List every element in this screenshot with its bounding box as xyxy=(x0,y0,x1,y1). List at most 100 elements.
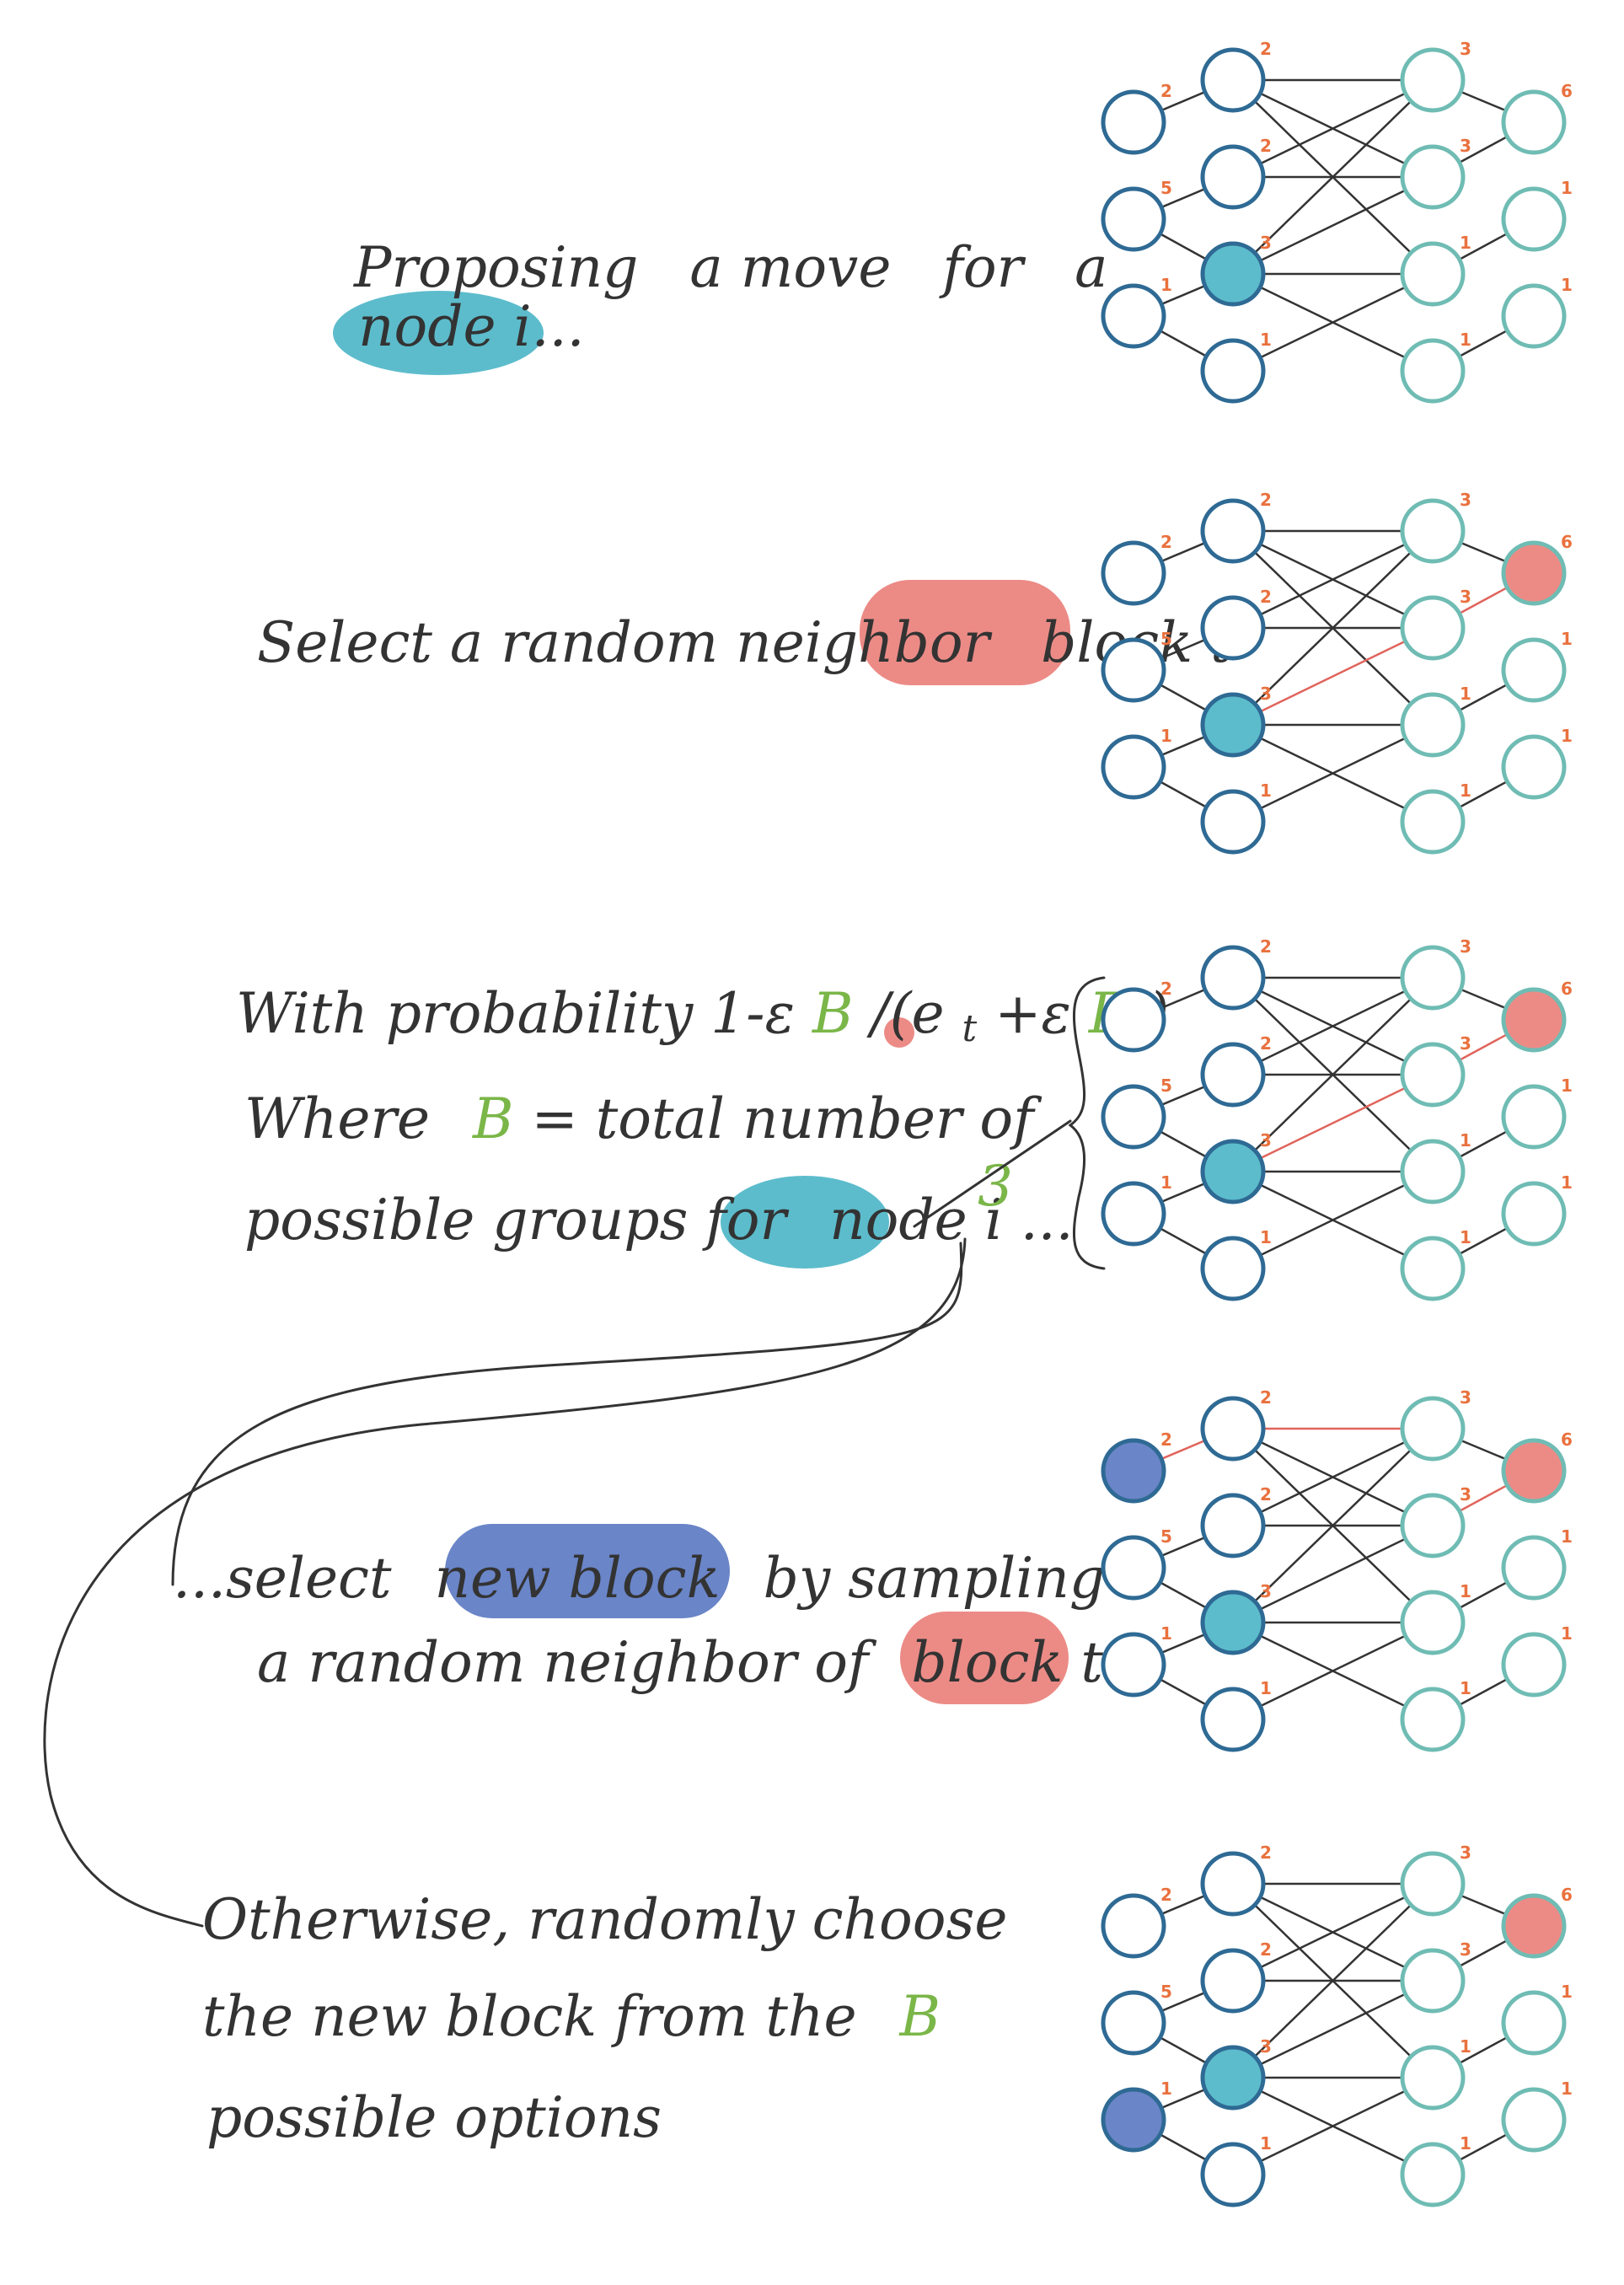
degree-label: 1 xyxy=(1561,1526,1573,1547)
connector-to-graph xyxy=(913,1119,1072,1228)
connector-to-otherwise xyxy=(43,1237,967,1928)
graphs: 2512231331161125122313311611251223133116… xyxy=(1101,39,1573,2207)
edge-2-3 xyxy=(1232,1427,1434,1527)
block-t-node xyxy=(1501,987,1567,1053)
degree-label: 1 xyxy=(1561,1172,1573,1193)
degree-label: 1 xyxy=(1460,2036,1471,2057)
edge-2-3 xyxy=(1232,977,1434,1172)
right-node xyxy=(1400,692,1466,758)
degree-label: 1 xyxy=(1160,275,1172,295)
right-node xyxy=(1501,1084,1567,1150)
svg-text:Proposing a move f: Proposing a move for a xyxy=(353,235,1107,300)
prob-subscript-t: t xyxy=(962,1007,978,1050)
degree-label: 2 xyxy=(1260,1387,1272,1408)
step-propose: Proposing a move for a node i... xyxy=(333,235,1107,375)
degree-label: 1 xyxy=(1561,1075,1573,1096)
right-node xyxy=(1400,144,1466,210)
svg-text:With probability 1-ε B: With probability 1-ε B /(e t +ε B ) xyxy=(236,981,1169,1054)
degree-label: 5 xyxy=(1160,629,1172,649)
degree-label: 1 xyxy=(1460,780,1471,801)
svg-text:...select new block: ...select new block by sampling xyxy=(173,1546,1105,1611)
left-node xyxy=(1200,1687,1266,1752)
left-node xyxy=(1101,1181,1166,1247)
right-node xyxy=(1501,637,1567,703)
degree-label: 1 xyxy=(1160,726,1172,746)
right-node xyxy=(1501,1181,1567,1247)
otherwise-line-1: Otherwise, randomly choose xyxy=(202,1887,1007,1952)
degree-label: 1 xyxy=(1561,275,1573,295)
otherwise-line-3: possible options xyxy=(206,2085,662,2150)
degree-label: 1 xyxy=(1561,1623,1573,1644)
edge-2-3 xyxy=(1232,175,1434,276)
right-node xyxy=(1400,1687,1466,1752)
degree-label: 2 xyxy=(1260,1939,1272,1960)
degree-label: 3 xyxy=(1460,1484,1471,1505)
connectors xyxy=(43,976,1106,1928)
degree-label: 3 xyxy=(1460,1842,1471,1863)
e-t-highlight xyxy=(884,1017,914,1048)
edge-2-3 xyxy=(1232,723,1434,823)
node-i xyxy=(1200,1590,1266,1655)
left-node xyxy=(1200,945,1266,1011)
degree-label: 2 xyxy=(1160,979,1172,999)
degree-label: 3 xyxy=(1460,1939,1471,1960)
degree-label: 6 xyxy=(1561,532,1573,552)
right-node xyxy=(1400,595,1466,661)
left-node xyxy=(1101,1990,1166,2056)
degree-label: 1 xyxy=(1460,233,1471,253)
node-i-highlight-2 xyxy=(721,1176,889,1269)
where-rest: = total number of xyxy=(532,1086,1043,1151)
right-node xyxy=(1501,1535,1567,1601)
step-propose-text-4: a xyxy=(1075,235,1107,300)
step-propose-text-3: for xyxy=(938,235,1026,300)
edge-2-3 xyxy=(1232,1883,1434,2078)
left-node xyxy=(1200,1948,1266,2014)
left-node xyxy=(1101,987,1166,1053)
otherwise-B: B xyxy=(898,1984,941,2049)
right-node xyxy=(1400,2142,1466,2207)
new-block-highlight xyxy=(445,1524,730,1618)
possible-groups-text: possible groups for xyxy=(244,1188,790,1252)
degree-label: 3 xyxy=(1460,1387,1471,1408)
degree-label: 3 xyxy=(1460,936,1471,957)
left-node xyxy=(1200,789,1266,855)
edge-2-3 xyxy=(1232,529,1434,630)
degree-label: 1 xyxy=(1260,1227,1272,1247)
connector-to-select xyxy=(171,1242,963,1586)
degree-label: 3 xyxy=(1260,1130,1272,1151)
degree-label: 1 xyxy=(1260,330,1272,350)
degree-label: 3 xyxy=(1260,684,1272,704)
node-i xyxy=(1200,2045,1266,2111)
step-select-neighbor: Select a random neighbor block t xyxy=(257,580,1233,685)
right-node xyxy=(1501,89,1567,155)
degree-label: 6 xyxy=(1561,1429,1573,1450)
degree-label: 2 xyxy=(1160,532,1172,552)
edge-2-3 xyxy=(1232,1170,1434,1270)
left-node xyxy=(1101,734,1166,800)
degree-label: 1 xyxy=(1160,2078,1172,2099)
degree-label: 1 xyxy=(1561,178,1573,198)
left-node xyxy=(1200,2142,1266,2207)
edge-2-3 xyxy=(1232,1621,1434,1721)
degree-label: 1 xyxy=(1460,1130,1471,1151)
degree-label: 2 xyxy=(1260,136,1272,156)
degree-label: 1 xyxy=(1460,1678,1471,1698)
edge-2-3 xyxy=(1232,1073,1434,1173)
degree-label: 1 xyxy=(1460,684,1471,704)
random-neighbor-block-t: block t xyxy=(911,1630,1103,1695)
edge-2-3 xyxy=(1232,79,1434,275)
degree-label: 6 xyxy=(1561,81,1573,101)
degree-label: 2 xyxy=(1260,936,1272,957)
possible-groups-node-i: node i xyxy=(829,1188,1003,1252)
block-t-node xyxy=(1501,1438,1567,1504)
block-t-highlight-2 xyxy=(900,1612,1069,1704)
degree-label: 3 xyxy=(1460,1033,1471,1054)
left-node xyxy=(1200,1396,1266,1462)
prob-text-3: +ε xyxy=(994,981,1071,1046)
edge-2-3 xyxy=(1232,1524,1434,1624)
right-node xyxy=(1501,1990,1567,2056)
degree-label: 1 xyxy=(1160,1172,1172,1193)
